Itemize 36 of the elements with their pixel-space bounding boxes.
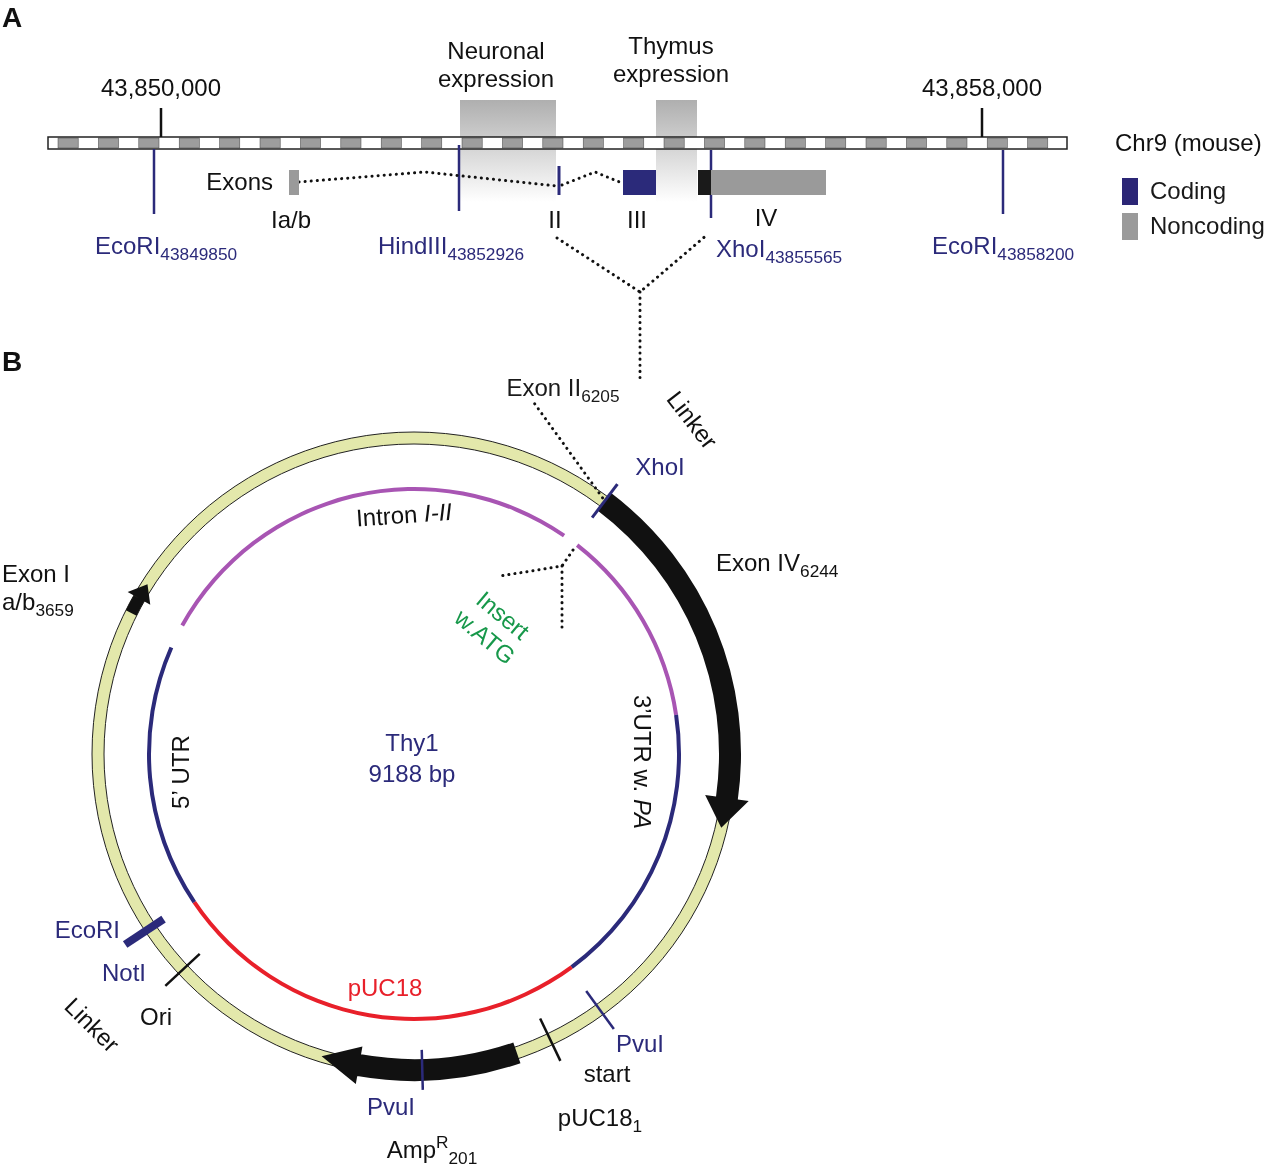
feature-label: Exon I a/b$_{3659}$ <box>2 560 75 616</box>
exon-label: IV <box>754 204 778 232</box>
panel-letter: A <box>1 1 23 35</box>
feature-label: Exon IV$_{6244}$ <box>716 549 839 577</box>
sequence-label: Exon II$_{6205}$ <box>506 374 620 402</box>
region-label: Thymus expression <box>611 32 731 88</box>
panel-letter: B <box>1 345 23 379</box>
coordinate-label: 43,850,000 <box>100 74 222 102</box>
legend-label: Coding <box>1150 177 1227 205</box>
exon-label: Ia/b <box>271 206 311 234</box>
restriction-site-tick <box>590 483 619 519</box>
restriction-site-label: NotI <box>102 959 146 987</box>
restriction-site-label: XhoI <box>635 453 685 481</box>
exons-label: Exons <box>206 168 273 196</box>
feature-label: 3’UTR w. PA <box>628 694 656 830</box>
restriction-site-label: EcoRI$_{43858200}$ <box>932 232 1075 260</box>
feature-label: start <box>583 1060 631 1088</box>
legend-label: Noncoding <box>1150 212 1265 240</box>
exon-label: II <box>548 206 562 234</box>
feature-label: pUC18 <box>347 974 423 1002</box>
plasmid-size: 9188 bp <box>368 760 456 788</box>
region-label: Neuronal expression <box>436 37 556 93</box>
feature-label: pUC18$_{1}$ <box>557 1104 643 1132</box>
restriction-site-label: PvuI <box>367 1093 415 1121</box>
feature-label: Ori <box>140 1003 172 1031</box>
feature-label: 5’ UTR <box>167 735 195 809</box>
exon-label: III <box>627 206 647 234</box>
restriction-site-label: PvuI <box>616 1030 664 1058</box>
feature-label: Intron I-II <box>355 497 453 533</box>
restriction-site-label: HindIII$_{43852926}$ <box>378 232 525 260</box>
restriction-site-label: XhoI$_{43855565}$ <box>716 235 843 263</box>
restriction-site-label: EcoRI$_{43849850}$ <box>95 232 238 260</box>
coordinate-label: 43,858,000 <box>921 74 1043 102</box>
restriction-site-label: EcoRI <box>54 916 120 944</box>
chromosome-label: Chr9 (mouse) <box>1115 129 1262 157</box>
plasmid-name: Thy1 <box>385 729 439 757</box>
